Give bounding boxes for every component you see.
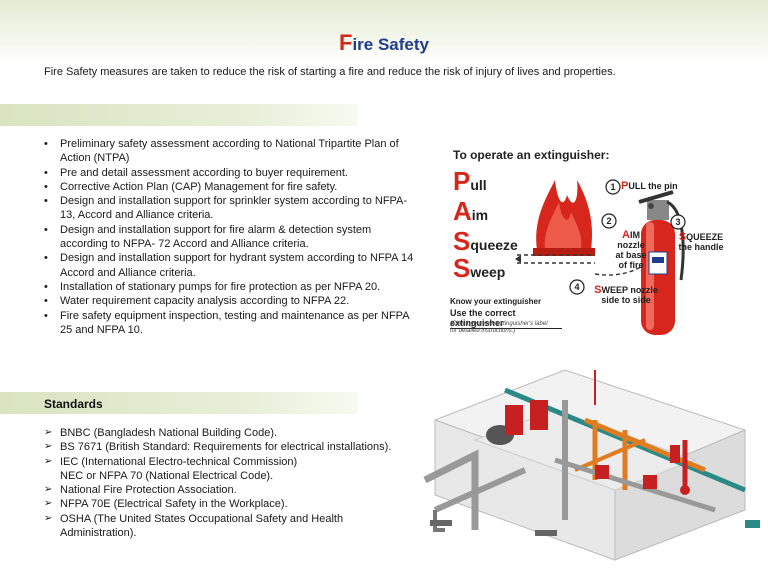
list-item: BS 7671 (British Standard: Requirements … — [44, 440, 414, 455]
standards-list: BNBC (Bangladesh National Building Code)… — [44, 426, 414, 540]
list-item: NFPA 70E (Electrical Safety in the Workp… — [44, 497, 414, 512]
pass-letter-aim: Aim — [453, 196, 489, 226]
pass-title: To operate an extinguisher: — [453, 148, 610, 162]
step-2-number: 2 — [606, 216, 612, 226]
list-item: National Fire Protection Association. — [44, 483, 414, 498]
step-1-label: PULL the pin — [621, 180, 678, 192]
know-extinguisher-text: Know your extinguisher — [450, 297, 542, 306]
label-note: (Check your own extinguisher's label for… — [450, 321, 548, 334]
pass-extinguisher-panel: To operate an extinguisher: Pull Aim Squ… — [445, 140, 725, 340]
pass-letter-pull: Pull — [453, 166, 487, 196]
standards-title: Standards — [44, 397, 103, 411]
flame-extinguisher-icon — [515, 179, 686, 335]
sprinkler-system-illustration — [423, 369, 760, 561]
pass-letter-sweep: Sweep — [453, 253, 506, 283]
list-item: BNBC (Bangladesh National Building Code)… — [44, 426, 414, 441]
step-1-number: 1 — [610, 182, 616, 192]
list-item: Pre and detail assessment according to b… — [44, 166, 419, 181]
services-list: Preliminary safety assessment according … — [44, 137, 419, 337]
list-item: Water requirement capacity analysis acco… — [44, 294, 419, 309]
intro-text: Fire Safety measures are taken to reduce… — [44, 66, 616, 78]
section-band-services — [0, 104, 358, 126]
list-item: Design and installation support for spri… — [44, 194, 419, 223]
list-item: Preliminary safety assessment according … — [44, 137, 419, 166]
correct-extinguisher-text: Use the correct extinguisher — [450, 308, 562, 329]
list-item: Design and installation support for hydr… — [44, 251, 419, 280]
list-item: IEC (International Electro-technical Com… — [44, 455, 414, 484]
header-band — [0, 0, 768, 62]
step-3-number: 3 — [675, 217, 681, 227]
list-item: Installation of stationary pumps for fir… — [44, 280, 419, 295]
list-item: Corrective Action Plan (CAP) Management … — [44, 180, 419, 195]
page-title: Fire Safety — [339, 30, 429, 55]
list-item: Design and installation support for fire… — [44, 223, 419, 252]
step-4-number: 4 — [574, 282, 580, 292]
section-band-standards — [0, 392, 358, 414]
list-item: Fire safety equipment inspection, testin… — [44, 309, 419, 338]
list-item: OSHA (The United States Occupational Saf… — [44, 512, 414, 541]
pass-letter-squeeze: Squeeze — [453, 226, 518, 256]
